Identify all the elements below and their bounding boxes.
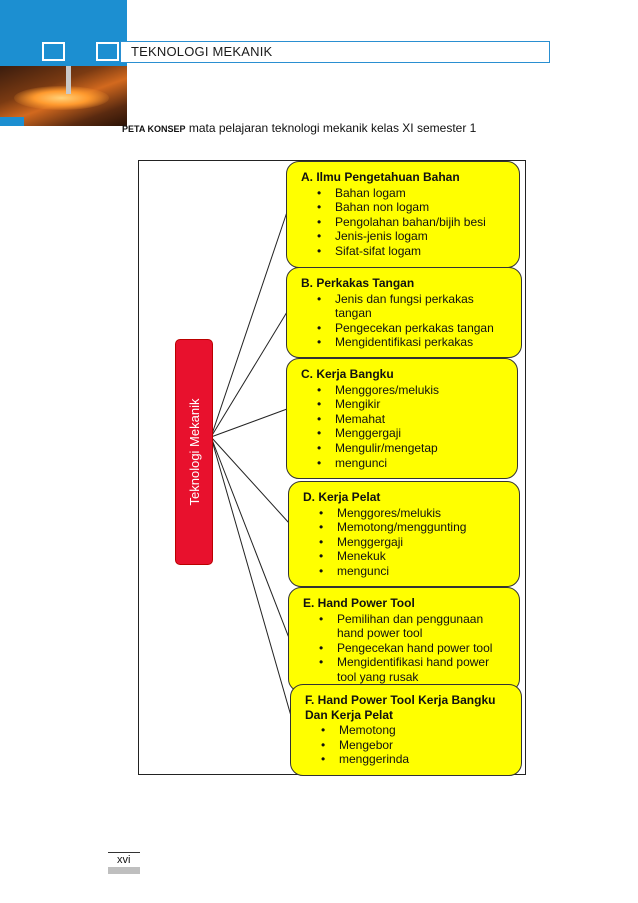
list-item: Menggores/melukis [337, 506, 509, 521]
list-item: Memotong [339, 723, 511, 738]
page-number: xvi [117, 854, 130, 866]
connector-line-e [211, 437, 289, 638]
list-item: Pengecekan perkakas tangan [335, 321, 511, 336]
box-ilmu-pengetahuan-bahan: A. Ilmu Pengetahuan Bahan Bahan logam Ba… [286, 161, 520, 268]
list-item: Bahan non logam [335, 200, 509, 215]
list-item: Mengulir/mengetap [335, 441, 507, 456]
list-item: Mengebor [339, 738, 511, 753]
connector-line-f [211, 437, 291, 716]
list-item: Jenis dan fungsi perkakas tangan [335, 292, 511, 321]
center-node: Teknologi Mekanik [175, 339, 213, 565]
connector-line-b [211, 312, 287, 437]
box-title: D. Kerja Pelat [303, 490, 509, 505]
box-perkakas-tangan: B. Perkakas Tangan Jenis dan fungsi perk… [286, 267, 522, 358]
list-item: Menekuk [337, 549, 509, 564]
box-kerja-bangku: C. Kerja Bangku Menggores/melukis Mengik… [286, 358, 518, 479]
box-title: E. Hand Power Tool [303, 596, 509, 611]
footer-rule [108, 852, 140, 853]
box-hand-power-tool-kerja-bangku-pelat: F. Hand Power Tool Kerja Bangku Dan Kerj… [290, 684, 522, 776]
box-hand-power-tool: E. Hand Power Tool Pemilihan dan penggun… [288, 587, 520, 692]
list-item: Mengidentifikasi hand power tool yang ru… [337, 655, 509, 684]
box-kerja-pelat: D. Kerja Pelat Menggores/melukis Memoton… [288, 481, 520, 587]
list-item: Mengidentifikasi perkakas [335, 335, 511, 350]
list-item: Sifat-sifat logam [335, 244, 509, 259]
center-node-label: Teknologi Mekanik [185, 339, 205, 565]
list-item: Memahat [335, 412, 507, 427]
list-item: Mengikir [335, 397, 507, 412]
list-item: mengunci [337, 564, 509, 579]
list-item: Pengecekan hand power tool [337, 641, 509, 656]
connector-line-d [211, 437, 289, 523]
list-item: mengunci [335, 456, 507, 471]
list-item: menggerinda [339, 752, 511, 767]
list-item: Menggergaji [337, 535, 509, 550]
list-item: Memotong/menggunting [337, 520, 509, 535]
list-item: Pengolahan bahan/bijih besi [335, 215, 509, 230]
box-title: A. Ilmu Pengetahuan Bahan [301, 170, 509, 185]
list-item: Menggergaji [335, 426, 507, 441]
connector-line-c [211, 409, 287, 437]
list-item: Pemilihan dan penggunaan hand power tool [337, 612, 509, 641]
connector-line-a [211, 212, 287, 437]
box-title: C. Kerja Bangku [301, 367, 507, 382]
list-item: Menggores/melukis [335, 383, 507, 398]
list-item: Jenis-jenis logam [335, 229, 509, 244]
footer-gray-bar [108, 867, 140, 874]
box-title: B. Perkakas Tangan [301, 276, 511, 291]
box-title: F. Hand Power Tool Kerja Bangku Dan Kerj… [305, 693, 511, 722]
list-item: Bahan logam [335, 186, 509, 201]
